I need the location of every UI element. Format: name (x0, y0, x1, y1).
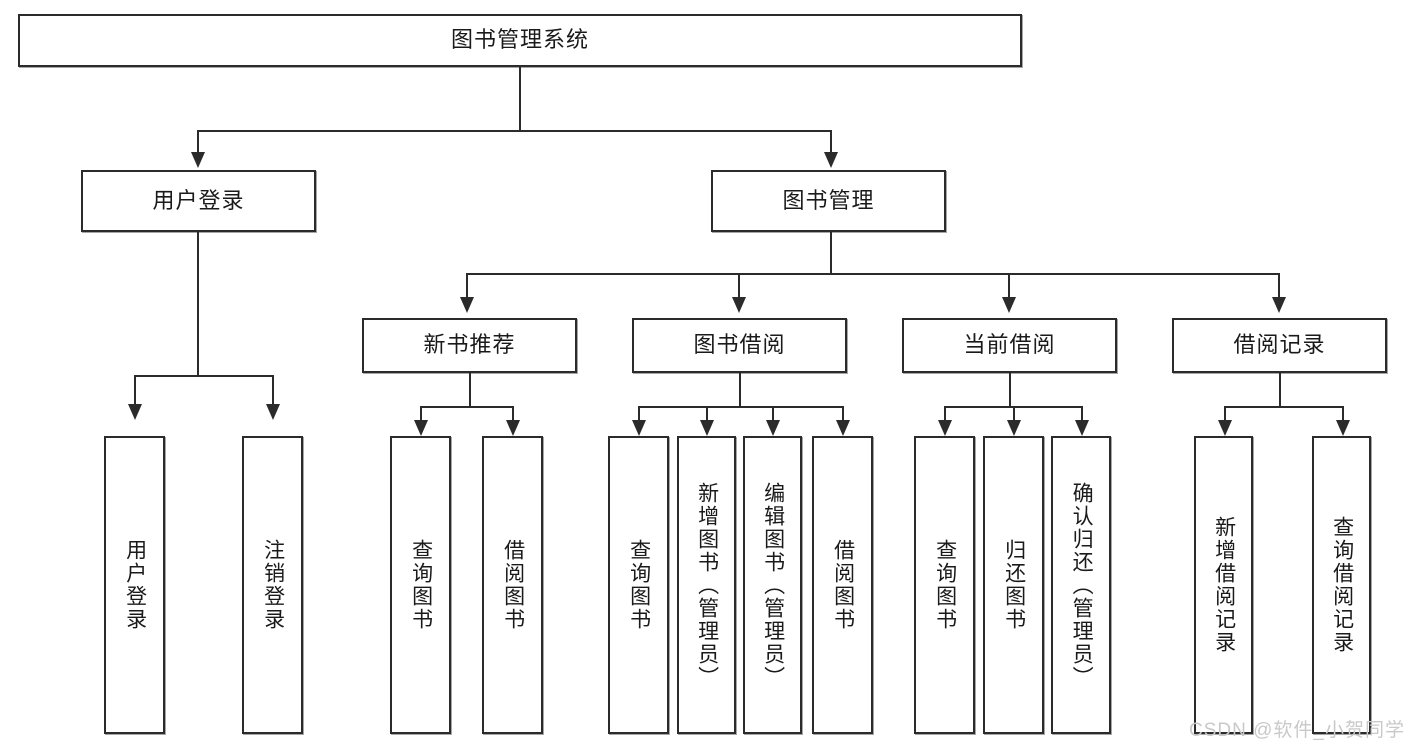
edge-drop-leaf-user-logout (272, 375, 274, 406)
node-leaf-query-book-2[interactable]: 查询图书 (608, 436, 669, 734)
node-label: 借阅图书 (831, 539, 855, 631)
node-book-borrow[interactable]: 图书借阅 (632, 318, 847, 373)
node-leaf-query-record[interactable]: 查询借阅记录 (1312, 436, 1371, 734)
node-leaf-return-book[interactable]: 归还图书 (983, 436, 1044, 734)
node-label: 查询图书 (409, 539, 433, 631)
node-root-book-management-system[interactable]: 图书管理系统 (18, 14, 1022, 67)
arrow-to-leaf-return-book (1007, 420, 1021, 436)
arrow-to-leaf-query-book-2 (632, 420, 646, 436)
edge-new-book-recommend-stem (469, 373, 471, 406)
edge-drop-leaf-query-book-1 (420, 406, 422, 422)
edge-current-borrow-stem (1009, 373, 1011, 406)
csdn-watermark: CSDN @软件_小贺同学 (1189, 720, 1405, 741)
node-leaf-user-logout[interactable]: 注销登录 (242, 436, 303, 734)
arrow-to-leaf-user-login (128, 404, 142, 420)
arrow-to-new-book-recommend (460, 297, 474, 313)
edge-new-book-recommend-bus (420, 406, 513, 408)
node-label: 图书借阅 (693, 332, 786, 358)
edge-drop-leaf-query-book-3 (944, 406, 946, 422)
node-leaf-confirm-return[interactable]: 确认归还（管理员） (1051, 436, 1111, 734)
edge-book-borrow-bus (638, 406, 843, 408)
arrow-to-leaf-add-book (700, 420, 714, 436)
arrow-to-borrow-record (1272, 297, 1286, 313)
edge-drop-borrow-record (1278, 273, 1280, 299)
node-label: 新增借阅记录 (1212, 516, 1236, 654)
edge-drop-current-borrow (1008, 273, 1010, 299)
node-label: 借阅图书 (501, 539, 525, 631)
node-leaf-borrow-book-1[interactable]: 借阅图书 (482, 436, 543, 734)
node-label: 图书管理 (782, 187, 875, 213)
node-label: 查询图书 (627, 539, 651, 631)
arrow-to-book-borrow (732, 297, 746, 313)
arrow-to-leaf-confirm-return (1075, 420, 1089, 436)
node-label: 用户登录 (152, 187, 245, 213)
node-current-borrow[interactable]: 当前借阅 (902, 318, 1117, 373)
edge-drop-leaf-query-record (1342, 406, 1344, 422)
node-borrow-record[interactable]: 借阅记录 (1172, 318, 1387, 373)
edge-drop-leaf-edit-book (772, 406, 774, 422)
arrow-to-leaf-edit-book (766, 420, 780, 436)
edge-drop-book-manage (830, 130, 832, 154)
edge-level2-bus (197, 130, 832, 132)
arrow-to-leaf-query-book-3 (938, 420, 952, 436)
node-label: 编辑图书（管理员） (761, 481, 785, 689)
node-label: 查询借阅记录 (1330, 516, 1354, 654)
node-label: 查询图书 (933, 539, 957, 631)
arrow-to-leaf-query-book-1 (414, 420, 428, 436)
edge-user-login-bus (134, 375, 274, 377)
arrow-to-user-login (191, 152, 205, 168)
edge-book-manage-stem (830, 232, 832, 273)
node-new-book-recommend[interactable]: 新书推荐 (362, 318, 577, 373)
node-user-login[interactable]: 用户登录 (81, 170, 316, 232)
edge-borrow-record-bus (1224, 406, 1342, 408)
edge-drop-leaf-borrow-book-1 (512, 406, 514, 422)
edge-drop-leaf-return-book (1013, 406, 1015, 422)
edge-book-borrow-stem (739, 373, 741, 406)
arrow-to-leaf-borrow-book-2 (836, 420, 850, 436)
node-leaf-add-book[interactable]: 新增图书（管理员） (677, 436, 736, 734)
edge-drop-leaf-add-record (1224, 406, 1226, 422)
node-label: 新增图书（管理员） (695, 481, 719, 689)
edge-drop-book-borrow (738, 273, 740, 299)
node-book-manage[interactable]: 图书管理 (711, 170, 946, 232)
arrow-to-current-borrow (1002, 297, 1016, 313)
arrow-to-book-manage (824, 152, 838, 168)
edge-level3-bus (466, 273, 1280, 275)
node-leaf-query-book-1[interactable]: 查询图书 (390, 436, 451, 734)
node-label: 图书管理系统 (450, 27, 589, 53)
edge-drop-user-login (197, 130, 199, 154)
node-label: 新书推荐 (423, 332, 516, 358)
edge-drop-leaf-borrow-book-2 (842, 406, 844, 422)
edge-drop-leaf-user-login (134, 375, 136, 406)
edge-root-stem (519, 67, 521, 130)
edge-drop-new-book-recommend (466, 273, 468, 299)
node-leaf-borrow-book-2[interactable]: 借阅图书 (812, 436, 873, 734)
edge-drop-leaf-query-book-2 (638, 406, 640, 422)
arrow-to-leaf-query-record (1336, 420, 1350, 436)
node-label: 归还图书 (1002, 539, 1026, 631)
arrow-to-leaf-add-record (1218, 420, 1232, 436)
node-leaf-edit-book[interactable]: 编辑图书（管理员） (743, 436, 802, 734)
edge-borrow-record-stem (1279, 373, 1281, 406)
node-leaf-add-record[interactable]: 新增借阅记录 (1194, 436, 1253, 734)
node-label: 注销登录 (261, 539, 285, 631)
node-label: 当前借阅 (963, 332, 1056, 358)
node-label: 确认归还（管理员） (1070, 481, 1094, 689)
arrow-to-leaf-borrow-book-1 (506, 420, 520, 436)
node-label: 用户登录 (123, 539, 147, 631)
edge-user-login-stem (197, 232, 199, 375)
edge-drop-leaf-add-book (706, 406, 708, 422)
node-leaf-user-login[interactable]: 用户登录 (104, 436, 165, 734)
edge-drop-leaf-confirm-return (1081, 406, 1083, 422)
arrow-to-leaf-user-logout (266, 404, 280, 420)
node-label: 借阅记录 (1233, 332, 1326, 358)
edge-current-borrow-bus (944, 406, 1081, 408)
node-leaf-query-book-3[interactable]: 查询图书 (914, 436, 975, 734)
